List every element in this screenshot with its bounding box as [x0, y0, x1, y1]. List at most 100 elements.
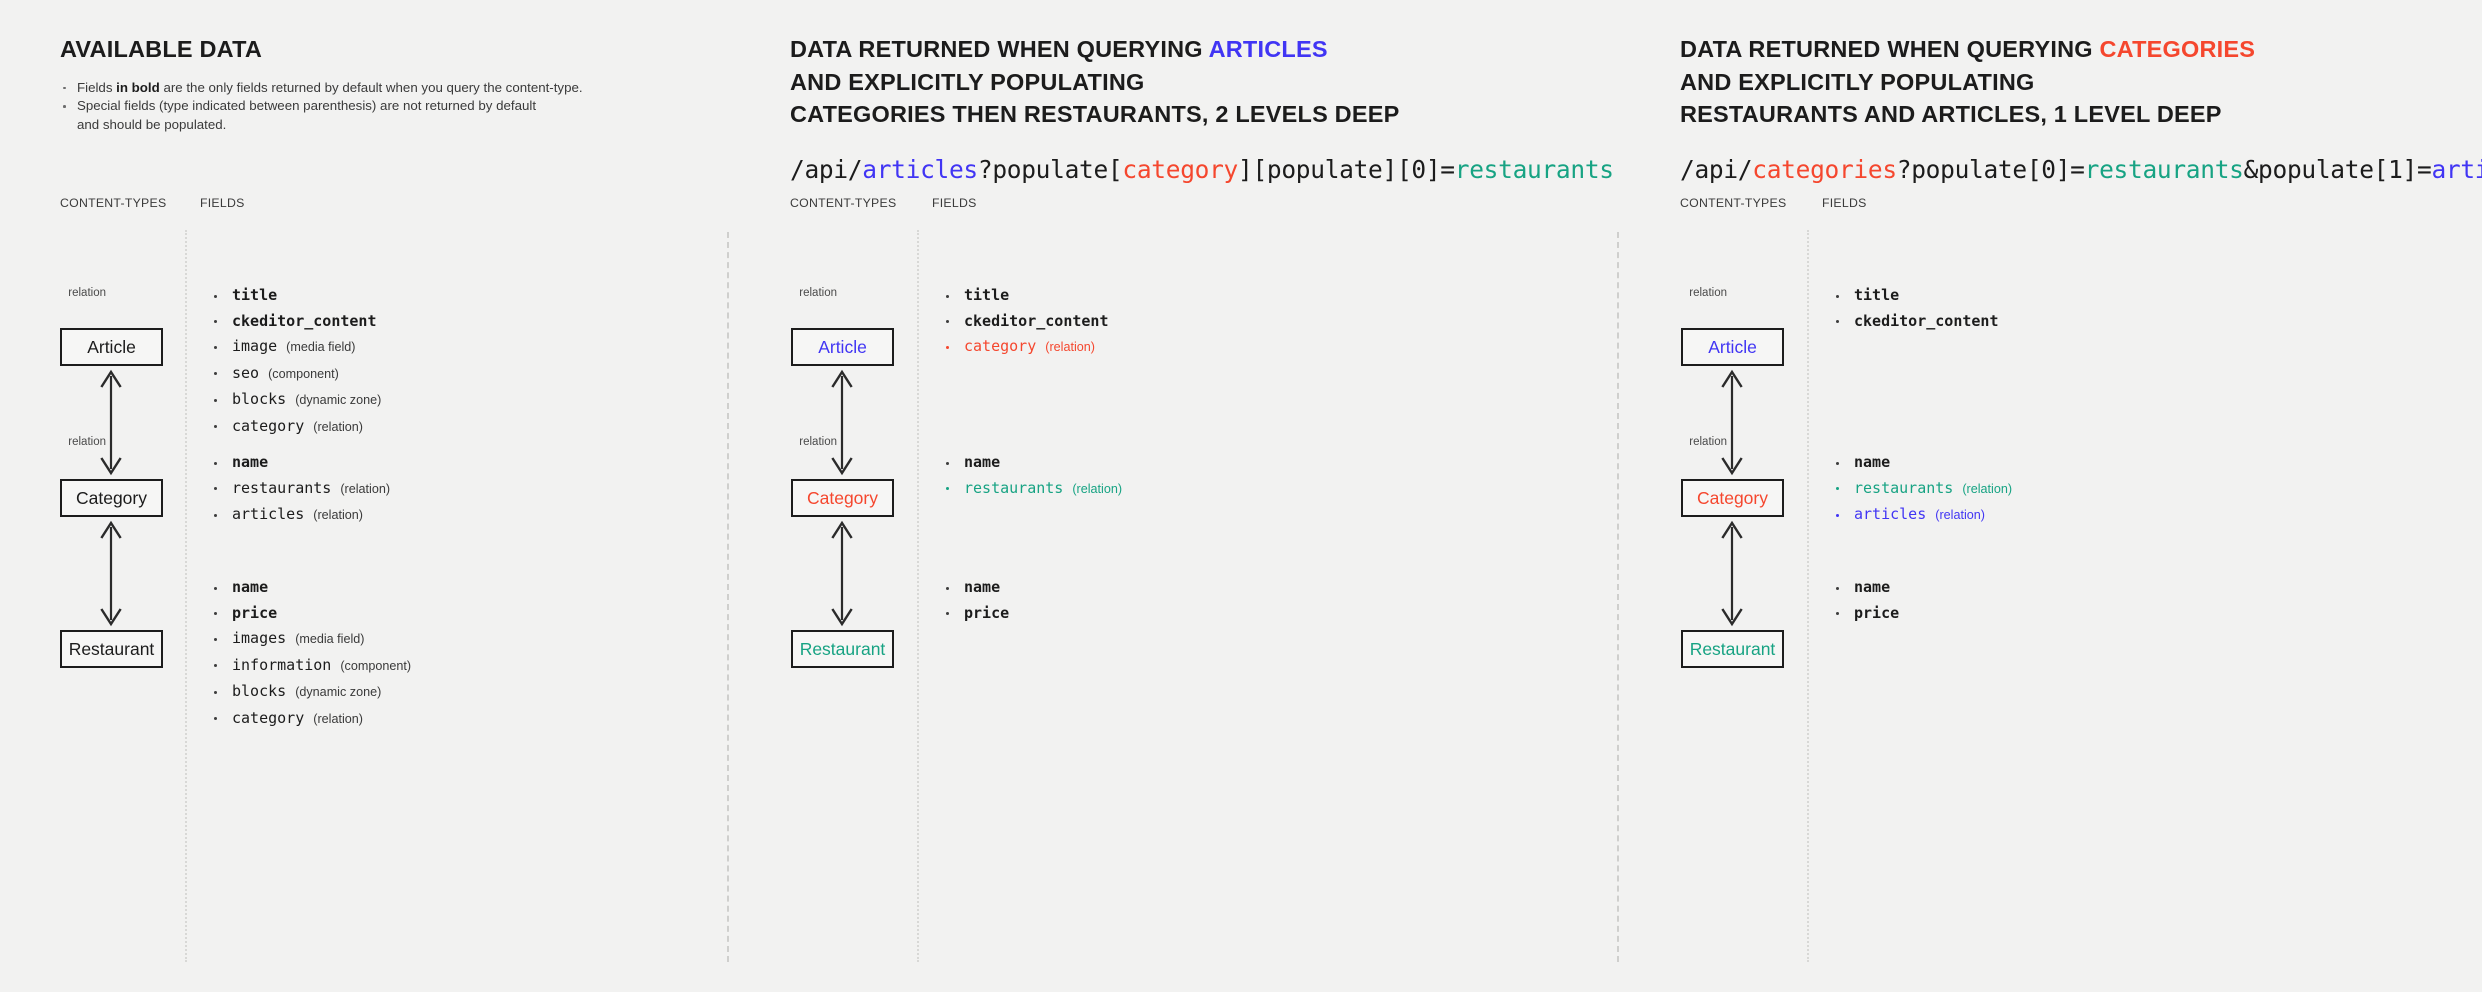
relation-arrow [94, 517, 128, 630]
title-keyword: ARTICLES [1208, 36, 1328, 62]
field-type: (relation) [313, 419, 363, 434]
field-item: restaurants(relation) [942, 476, 1122, 503]
field-item: blocks(dynamic zone) [210, 679, 411, 706]
field-name: blocks [232, 390, 287, 408]
relation-arrow [1715, 366, 1749, 479]
relation-arrow [1715, 517, 1749, 630]
field-type: (component) [340, 658, 412, 673]
fields-column-label: FIELDS [200, 196, 245, 210]
content-types-column-label: CONTENT-TYPES [1680, 196, 1787, 210]
field-item: blocks(dynamic zone) [210, 387, 381, 414]
content-type-node-article: Article [791, 328, 894, 366]
field-item: title [210, 283, 381, 309]
panel-divider-1 [727, 232, 729, 962]
field-type: (relation) [1935, 508, 1985, 522]
legend-item: Special fields (type indicated between p… [60, 97, 880, 134]
panel-title-line: AND EXPLICITLY POPULATING [790, 68, 1145, 95]
field-name: category [232, 416, 305, 435]
field-item: articles(relation) [210, 502, 390, 529]
panel-title-line: DATA RETURNED WHEN QUERYING CATEGORIES [1680, 36, 2256, 62]
field-name: name [232, 578, 269, 596]
field-item: ckeditor_content [942, 309, 1109, 335]
field-name: articles [232, 505, 305, 523]
api-token: category [1122, 154, 1238, 184]
field-name: name [1854, 453, 1891, 471]
relation-arrow [94, 366, 128, 479]
field-name: price [964, 603, 1010, 622]
api-token: articles [2431, 154, 2482, 184]
content-type-node-restaurant: Restaurant [791, 630, 894, 668]
panel-query-categories: DATA RETURNED WHEN QUERYING CATEGORIES AN… [1617, 0, 2482, 992]
field-item: articles (relation) [1832, 502, 2012, 529]
field-item: image (media field) [210, 334, 381, 361]
field-list-restaurant: name price images (media field) information (… [210, 575, 411, 732]
field-item: name [942, 450, 1122, 476]
api-token: articles [862, 154, 978, 184]
column-dotted-divider [185, 230, 187, 962]
panel-title-line: CATEGORIES THEN RESTAURANTS, 2 LEVELS DE… [790, 101, 1400, 127]
field-item: name [1832, 450, 2012, 476]
field-name: articles [1854, 505, 1927, 523]
field-name: category [232, 708, 305, 727]
column-dotted-divider [917, 230, 919, 962]
content-type-node-restaurant: Restaurant [60, 630, 163, 668]
field-type: (media field) [286, 340, 356, 354]
panel-divider-2 [1617, 232, 1619, 962]
api-token: restaurants [1454, 154, 1614, 184]
field-item: seo(component) [210, 361, 381, 388]
relation-label: relation [68, 287, 106, 299]
field-item: price [942, 601, 1009, 627]
field-list-restaurant: name price [1832, 575, 1899, 626]
field-name: category [964, 337, 1037, 355]
fields-column-label: FIELDS [1822, 196, 1867, 210]
field-item: ckeditor_content [210, 309, 381, 335]
field-name: price [1854, 603, 1900, 622]
api-endpoint: /api/articles?populate[category][populat… [790, 154, 1614, 184]
field-name: name [964, 453, 1001, 471]
field-name: image [232, 337, 278, 355]
field-name: seo [232, 363, 260, 382]
field-item: name [1832, 575, 1899, 601]
field-item: restaurants(relation) [1832, 476, 2012, 503]
relation-arrow [825, 366, 859, 479]
field-name: title [964, 286, 1010, 304]
relation-arrow [825, 517, 859, 630]
field-name: restaurants [232, 478, 332, 497]
field-item: name [210, 575, 411, 601]
field-item: images (media field) [210, 626, 411, 653]
content-type-node-article: Article [1681, 328, 1784, 366]
field-name: images [232, 629, 287, 647]
field-item: information (component) [210, 653, 411, 680]
field-item: title [1832, 283, 1999, 309]
field-list-restaurant: name price [942, 575, 1009, 626]
title-keyword: CATEGORIES [2099, 36, 2256, 62]
field-name: ckeditor_content [232, 311, 377, 330]
api-endpoint: /api/categories?populate[0]=restaurants&… [1680, 155, 2482, 184]
legend-item: Fields in bold are the only fields retur… [60, 79, 880, 98]
field-item: category (relation) [210, 414, 381, 441]
field-item: restaurants (relation) [210, 476, 390, 503]
field-type: (dynamic zone) [295, 685, 382, 699]
field-type: (relation) [1072, 481, 1123, 496]
panel-title-line: RESTAURANTS AND ARTICLES, 1 LEVEL DEEP [1680, 101, 2222, 127]
panel-header: DATA RETURNED WHEN QUERYING CATEGORIES AN… [1680, 33, 2482, 184]
content-type-node-category: Category [1681, 479, 1784, 517]
field-type: (relation) [340, 481, 391, 496]
content-type-node-restaurant: Restaurant [1681, 630, 1784, 668]
field-item: name [942, 575, 1009, 601]
field-type: (media field) [295, 632, 365, 646]
panel-title-line: AND EXPLICITLY POPULATING [1680, 68, 2035, 95]
field-item: price [210, 601, 411, 627]
field-name: information [232, 655, 332, 674]
content-types-column-label: CONTENT-TYPES [790, 196, 897, 210]
relation-label: relation [799, 436, 837, 448]
api-token: categories [1752, 154, 1897, 184]
relation-label: relation [68, 436, 106, 448]
field-name: price [232, 603, 278, 622]
